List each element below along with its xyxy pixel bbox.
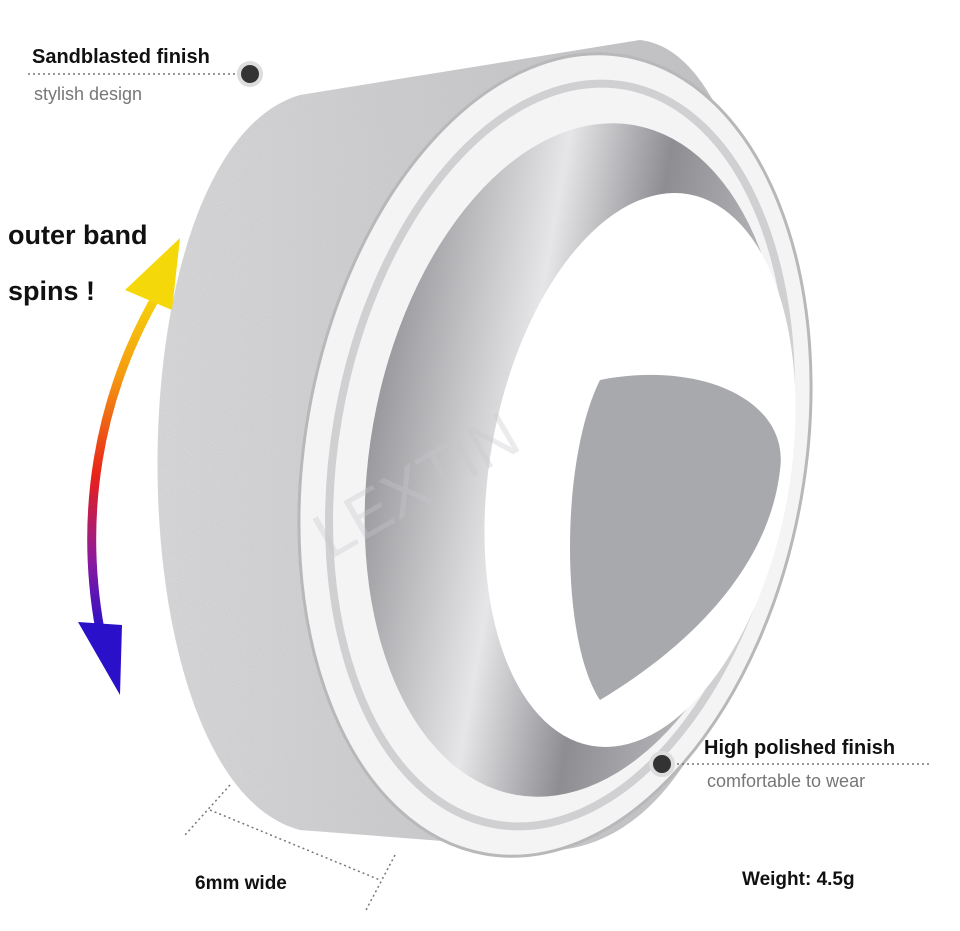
spin-label-line2: spins ! [8,276,96,306]
polished-subtitle: comfortable to wear [707,771,866,791]
sandblasted-marker-dot [237,61,263,87]
spin-arrow-icon [78,238,180,695]
sandblasted-title: Sandblasted finish [32,46,210,68]
spin-label-line1: outer band [8,220,148,250]
inner-band [364,123,796,797]
annotation-leaders [28,73,930,913]
weight-label: Weight: 4.5g [742,869,855,890]
polished-title: High polished finish [704,737,896,759]
width-label: 6mm wide [195,873,287,894]
polished-marker-dot [649,751,675,777]
sandblasted-subtitle: stylish design [34,84,143,104]
